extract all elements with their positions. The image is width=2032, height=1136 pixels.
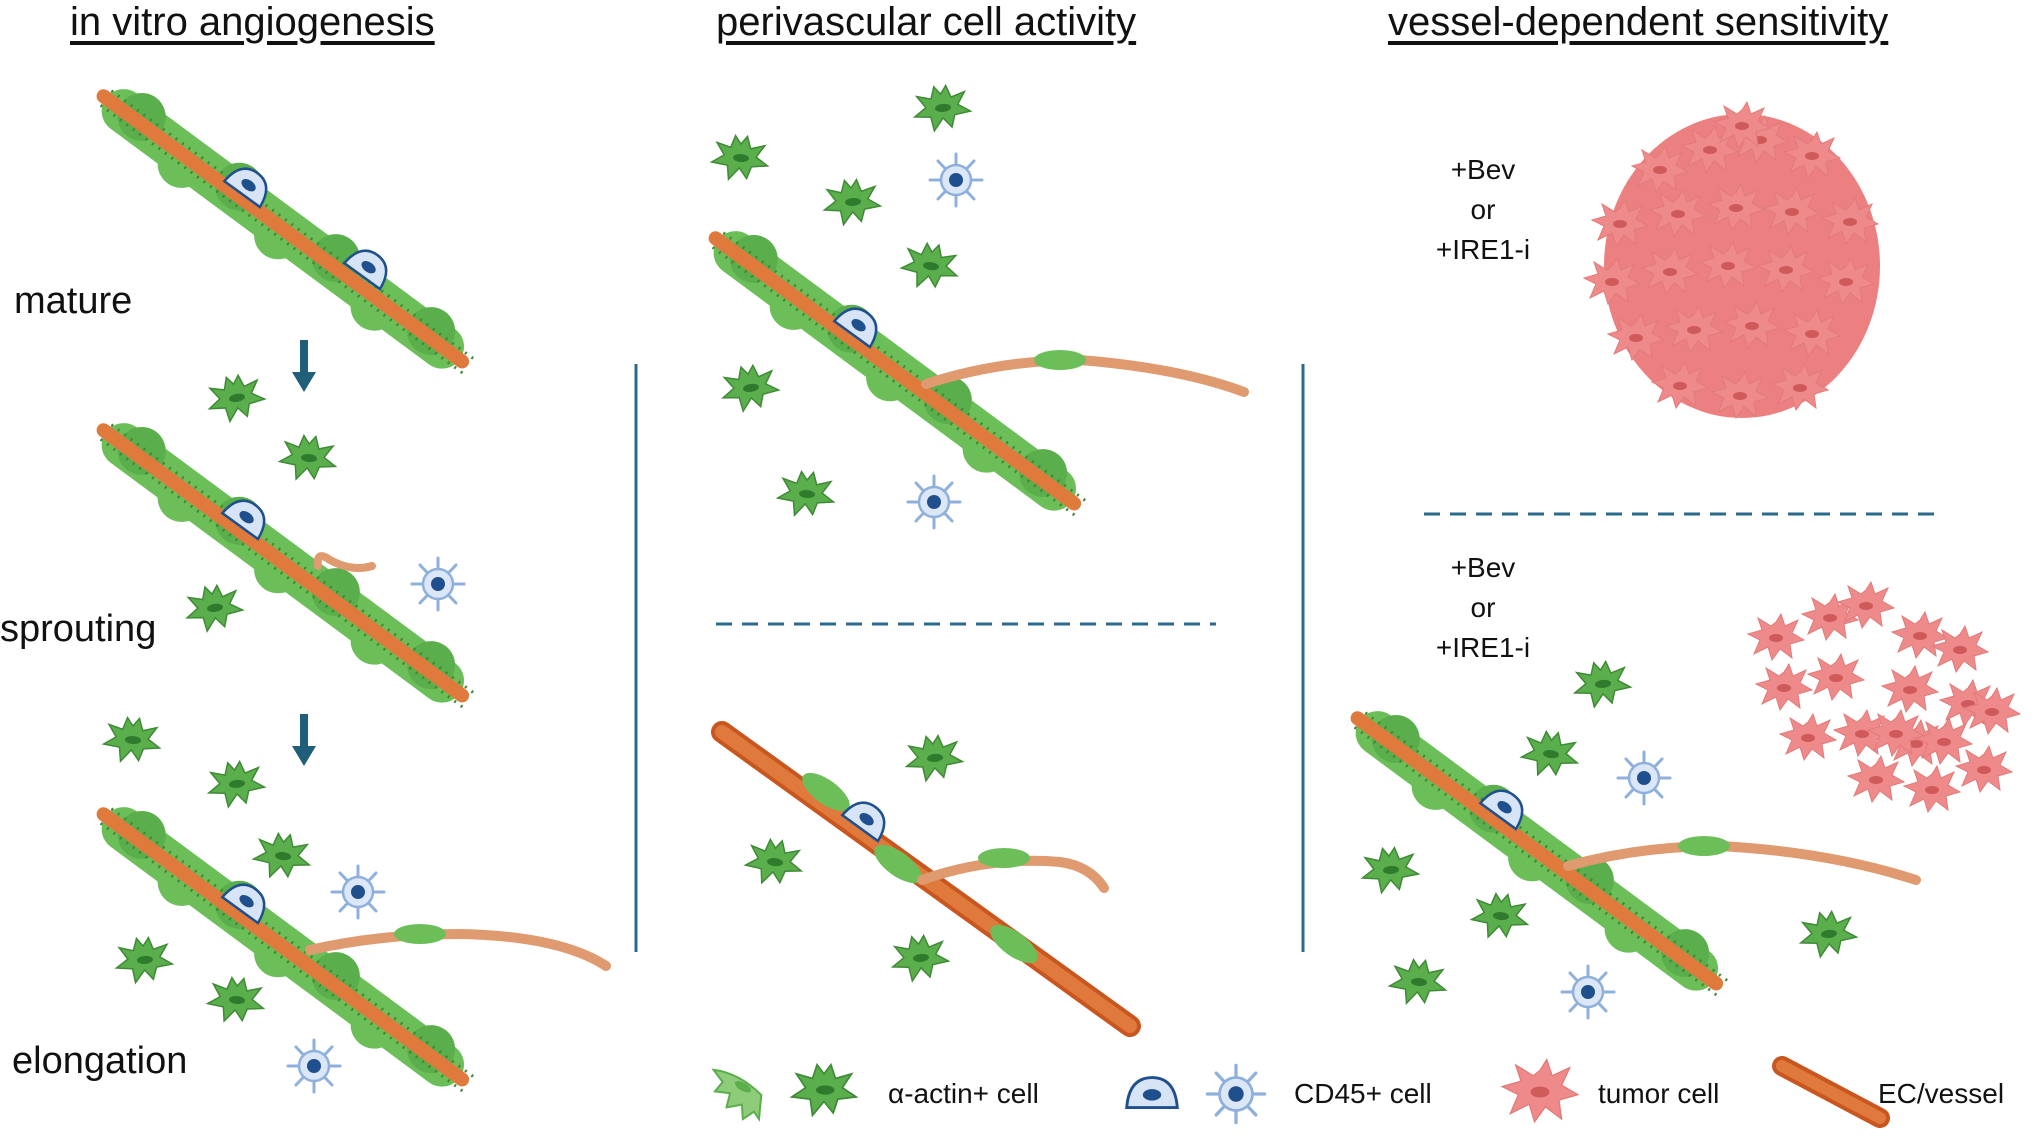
sprout-long-4: [1563, 840, 1921, 885]
vessel-sprouting: [77, 398, 489, 727]
actin-cell-11: [821, 177, 883, 227]
actin-cell-13: [718, 361, 782, 415]
actin-cell-1: [203, 370, 269, 426]
actin-cell-3: [182, 581, 246, 635]
legend-label-actin: α-actin+ cell: [888, 1078, 1039, 1109]
legend-label-vessel: EC/vessel: [1878, 1078, 2005, 1109]
actin-cell-4: [101, 715, 163, 765]
panel-title-perivascular: perivascular cell activity: [716, 0, 1137, 44]
cd45-cell-free-6: [1616, 750, 1672, 806]
actin-cell-14: [775, 469, 837, 519]
actin-cell-2: [277, 432, 339, 484]
actin-cell-6: [251, 830, 313, 882]
actin-cell-5: [205, 758, 267, 810]
arrow-down-1: [292, 340, 316, 392]
legend-cd45-cap-icon: [1125, 1076, 1179, 1109]
stage-label-mature: mature: [14, 280, 133, 322]
stage-label-sprouting: sprouting: [0, 608, 157, 650]
cd45-cell-free-1: [410, 556, 466, 612]
actin-cell-22: [1797, 908, 1859, 960]
actin-cell-20: [1359, 845, 1421, 895]
legend-tumor-icon: [1501, 1058, 1579, 1123]
actin-cell-9: [911, 82, 973, 134]
cd45-cell-free-7: [1560, 964, 1616, 1020]
actin-cell-23: [1387, 957, 1449, 1007]
legend-vessel-icon: [1772, 1056, 1890, 1128]
sprout-tip-cell-2: [1034, 350, 1086, 370]
actin-cell-16: [743, 836, 805, 888]
sprout-long-2: [921, 354, 1249, 397]
actin-cell-15: [903, 732, 965, 784]
actin-cell-12: [898, 239, 962, 293]
actin-cell-8: [205, 974, 267, 1026]
cd45-cell-free-5: [906, 474, 962, 530]
sprout-long-3: [917, 855, 1109, 893]
actin-cell-19: [1519, 728, 1581, 780]
legend-cd45-icon: [1205, 1063, 1267, 1125]
vessel-mature: [77, 64, 489, 393]
tumor-mass-sparse: [1747, 581, 2021, 813]
legend-label-tumor: tumor cell: [1598, 1078, 1720, 1109]
legend-actin-sprouted-icon: [711, 1068, 763, 1123]
sprout-tip-cell-3: [978, 848, 1030, 868]
actin-cell-18: [1571, 658, 1633, 710]
cd45-cell-free-4: [928, 152, 984, 208]
stage-label-elongation: elongation: [12, 1040, 188, 1082]
panel-title-angiogenesis: in vitro angiogenesis: [70, 0, 435, 44]
actin-cell-21: [1469, 890, 1531, 942]
actin-cell-10: [709, 133, 771, 183]
sprout-tip-cell-1: [394, 924, 446, 944]
sprout-tip-cell-4: [1678, 836, 1730, 856]
arrow-down-2: [292, 714, 316, 766]
sprout-short: [313, 552, 376, 572]
treatment-label-top: +Bev or +IRE1-i: [1435, 154, 1531, 265]
cd45-cell-free-2: [330, 864, 386, 920]
sprout-long-1: [305, 928, 611, 971]
cd45-cell-free-3: [286, 1038, 342, 1094]
legend-actin-icon: [790, 1063, 858, 1117]
legend-label-cd45: CD45+ cell: [1294, 1078, 1432, 1109]
actin-cell-17: [889, 932, 951, 984]
panel-title-sensitivity: vessel-dependent sensitivity: [1388, 0, 1889, 44]
tumor-mass-dense: [1583, 101, 1880, 419]
treatment-label-bottom: +Bev or +IRE1-i: [1435, 552, 1531, 663]
actin-cell-7: [113, 935, 175, 985]
